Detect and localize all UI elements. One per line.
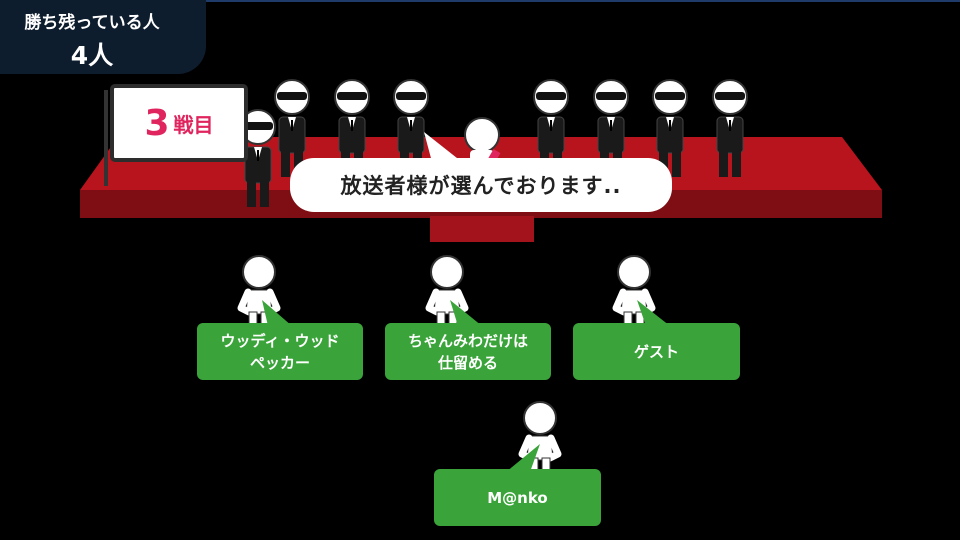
remaining-count: 4人 xyxy=(70,41,114,70)
remaining-players-panel: 勝ち残っている人 4人 xyxy=(0,0,206,74)
round-board: 3 戦目 xyxy=(110,84,248,162)
player-name-box[interactable]: ゲスト xyxy=(573,323,740,380)
player-name-box[interactable]: ちゃんみわだけは 仕留める xyxy=(385,323,551,380)
host-speech-bubble: 放送者様が選んでおります.. xyxy=(290,158,672,212)
round-suffix: 戦目 xyxy=(173,112,214,137)
round-number: 3 xyxy=(144,102,170,144)
remaining-label: 勝ち残っている人 xyxy=(24,13,160,33)
player-name-box[interactable]: M@nko xyxy=(434,469,601,526)
top-border xyxy=(0,0,960,2)
player-name-box[interactable]: ウッディ・ウッド ペッカー xyxy=(197,323,363,380)
